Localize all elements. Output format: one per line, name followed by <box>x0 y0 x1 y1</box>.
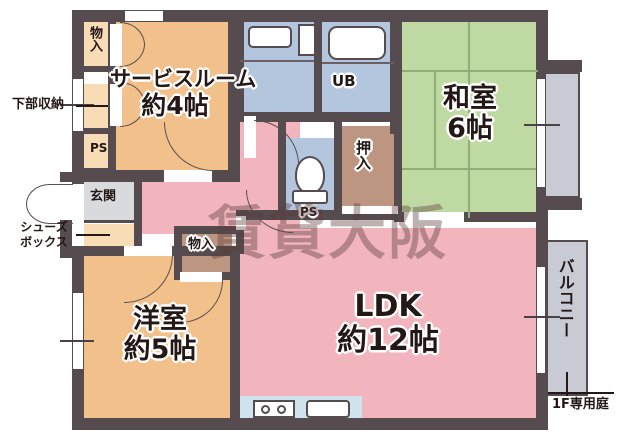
service-room-size: 約4帖 <box>141 90 209 120</box>
label-balcony: バルコニー <box>555 258 575 338</box>
wall-oshiire-right <box>394 122 402 218</box>
toilet-bowl <box>295 156 325 194</box>
door-opening-corridor <box>244 116 256 158</box>
yoshitsu-size: 約5帖 <box>123 334 197 366</box>
label-private-garden: 1F専用庭 <box>552 397 609 412</box>
wall-washitsu-left <box>394 10 402 124</box>
ldk-name: LDK <box>354 289 422 324</box>
ldk-fill <box>236 228 536 418</box>
window-tick-left-lower <box>60 340 94 342</box>
room-label-washitsu: 和室 6帖 <box>418 83 522 145</box>
door-opening-kabu-shuno <box>110 84 122 126</box>
label-unit-bath: UB <box>332 72 356 90</box>
label-monoire-top: 物入 <box>87 26 102 52</box>
wall-right-mid <box>536 198 548 244</box>
tatami-seam-4 <box>434 70 436 168</box>
washitsu-fill <box>402 22 538 218</box>
door-opening-monoire-top <box>110 24 122 66</box>
stove-burner-left <box>261 405 270 414</box>
window-top-service <box>124 10 164 22</box>
window-ldk <box>536 266 546 374</box>
vanity-basin <box>248 26 292 48</box>
label-shoes-box: シューズ ボックス <box>20 220 68 249</box>
service-room-name: サービスルーム <box>110 67 257 91</box>
door-opening-service <box>164 170 212 182</box>
washroom-vanity-split <box>240 60 314 62</box>
toilet-tank <box>292 190 328 204</box>
washitsu-size: 6帖 <box>447 113 493 145</box>
tatami-seam-2 <box>402 168 538 170</box>
balcony-lower-fill <box>546 240 588 396</box>
wall-top <box>72 10 548 22</box>
wall-monoire-mid-top <box>174 226 238 234</box>
washitsu-name: 和室 <box>443 83 497 114</box>
wall-ps-upper-bottom <box>84 168 116 174</box>
wall-bath-div <box>314 10 322 120</box>
genkan-step-line <box>84 220 140 223</box>
room-label-ldk: LDK 約12帖 <box>300 290 476 357</box>
tatami-seam-3 <box>468 22 470 218</box>
wall-toilet-bottom <box>236 210 402 220</box>
ldk-size: 約12帖 <box>337 322 439 358</box>
wall-right-balcony-top <box>536 60 582 72</box>
door-opening-yoshitsu <box>124 246 172 256</box>
wall-toilet-right <box>334 122 342 218</box>
washing-machine-space <box>298 24 316 56</box>
wall-genkan-right <box>134 172 142 250</box>
door-swing-genkan <box>26 184 73 224</box>
room-label-service-room: サービスルーム 約4帖 <box>110 67 257 120</box>
label-genkan: 玄関 <box>90 189 117 204</box>
wall-bath-left <box>236 10 244 120</box>
label-ps-upper: PS <box>90 141 108 155</box>
tatami-seam-1 <box>402 70 538 72</box>
door-opening-ldk <box>236 216 246 230</box>
shoes-box-fill <box>84 224 140 246</box>
wall-right-upper <box>536 10 548 72</box>
ps-upper-fill <box>84 134 108 170</box>
window-left-lower <box>72 292 84 370</box>
oshiire-sliding-door <box>342 206 398 214</box>
wall-bath-bottom <box>236 112 398 122</box>
wall-toilet-left <box>278 122 286 218</box>
balcony-upper-frame <box>546 72 580 198</box>
kitchen-sink <box>306 400 350 418</box>
window-washitsu <box>536 78 546 188</box>
label-oshiire: 押入 <box>354 140 372 170</box>
monoire-top-fill <box>84 22 110 68</box>
stove-top <box>253 400 295 418</box>
wall-washitsu-bottom <box>394 212 540 222</box>
room-label-yoshitsu: 洋室 約5帖 <box>92 304 228 366</box>
window-tick-ldk <box>524 316 560 318</box>
unit-bath-divider <box>322 62 394 64</box>
label-monoire-mid: 物入 <box>188 237 215 252</box>
door-opening-monoire-mid <box>180 272 222 282</box>
wall-closet-div-1 <box>84 66 116 72</box>
label-kabu-shuno: 下部収納 <box>12 97 65 112</box>
leader-kabu-shuno <box>76 105 108 107</box>
yoshitsu-name: 洋室 <box>133 304 187 335</box>
bathtub <box>328 26 386 60</box>
window-tick-washitsu <box>524 124 560 126</box>
balcony-upper-fill <box>546 72 580 198</box>
wall-hall-ldk <box>236 220 244 254</box>
wall-bottom <box>72 418 548 430</box>
leader-private-garden-h <box>548 392 614 394</box>
label-ps-center: PS <box>300 205 318 219</box>
stove-burner-right <box>277 405 286 414</box>
leader-shoes-box <box>76 234 110 236</box>
wall-yoshitsu-right <box>230 246 240 430</box>
wall-monoire-mid-left <box>174 226 182 278</box>
wall-closet-div-2 <box>84 128 116 134</box>
leader-private-garden-v <box>566 372 568 396</box>
oshiire-fill <box>342 126 400 214</box>
washitsu-fusuma <box>404 212 464 222</box>
